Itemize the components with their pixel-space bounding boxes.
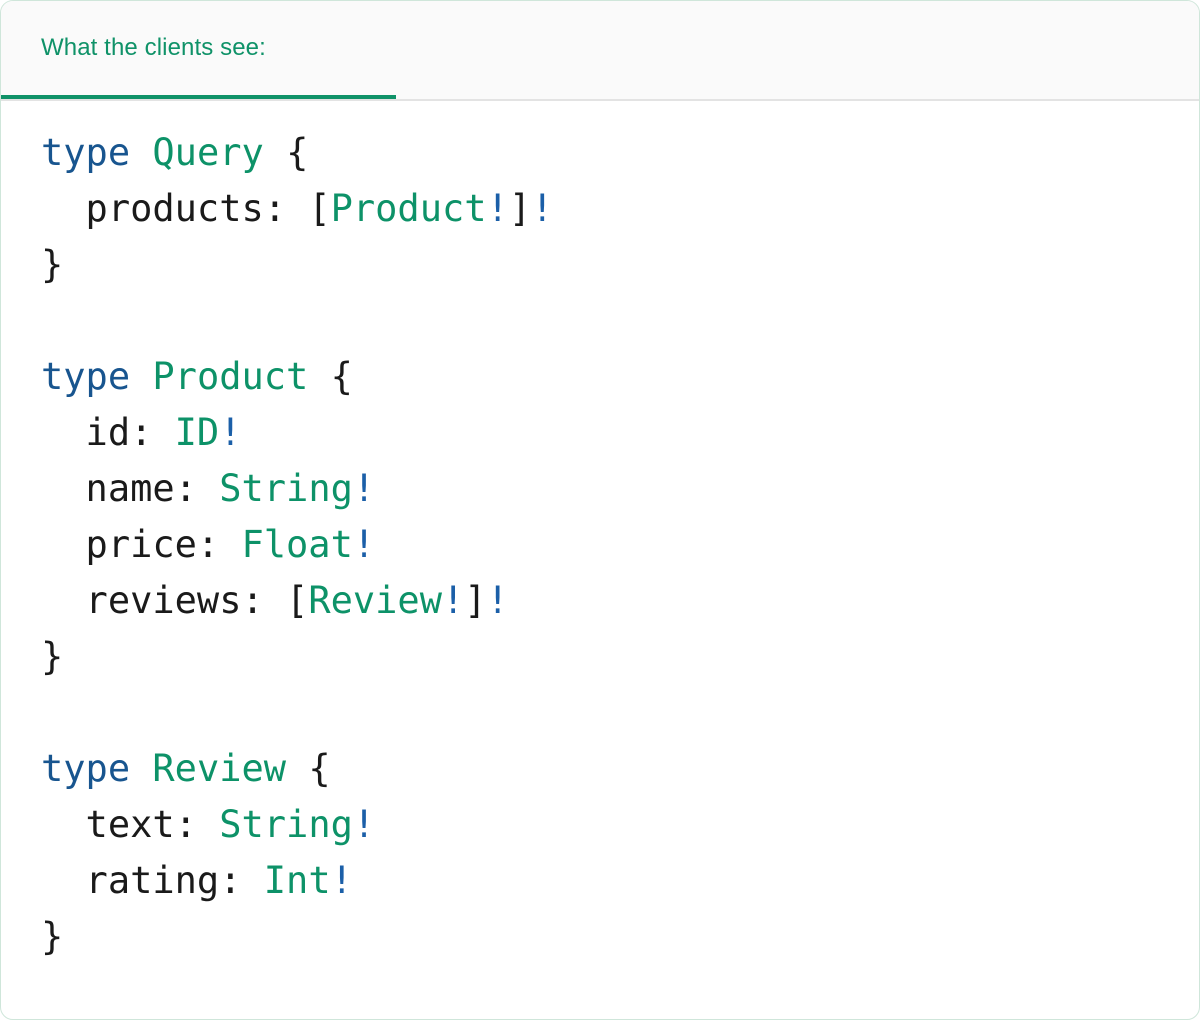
code-token-plain: products: [41, 187, 309, 230]
code-token-plain [264, 131, 286, 174]
code-token-type: Int [263, 859, 331, 902]
code-token-punct: } [41, 915, 64, 958]
code-line: type Query { [41, 125, 1159, 181]
code-token-punct: ] [508, 187, 532, 230]
code-token-plain [308, 355, 330, 398]
code-token-kw: type [41, 131, 131, 174]
code-token-bang: ! [441, 579, 465, 622]
code-line: type Product { [41, 349, 1159, 405]
code-token-punct: } [41, 635, 64, 678]
code-token-bang: ! [330, 859, 353, 902]
code-token-type: Query [152, 131, 264, 174]
code-token-bang: ! [352, 523, 376, 566]
code-area: type Query { products: [Product!]!} type… [1, 101, 1199, 965]
code-token-kw: type [41, 747, 131, 790]
code-line: products: [Product!]! [41, 181, 1159, 237]
code-token-plain [286, 747, 308, 790]
code-token-type: ID [174, 411, 220, 454]
code-token-punct: [ [286, 579, 309, 622]
code-line: price: Float! [41, 517, 1159, 573]
code-token-bang: ! [531, 187, 554, 230]
code-token-plain: reviews: [41, 579, 287, 622]
code-token-punct: } [41, 243, 64, 286]
code-token-plain: price: [41, 523, 242, 566]
code-token-punct: [ [308, 187, 331, 230]
code-token-plain [130, 355, 152, 398]
tab-label: What the clients see: [41, 34, 266, 61]
code-token-type: Float [241, 523, 353, 566]
code-token-bang: ! [352, 467, 376, 510]
code-token-type: String [219, 803, 353, 846]
code-token-plain: text: [41, 803, 220, 846]
code-line [41, 685, 1159, 741]
code-token-punct: { [286, 131, 309, 174]
code-line: text: String! [41, 797, 1159, 853]
code-line [41, 293, 1159, 349]
tab-what-the-clients-see[interactable]: What the clients see: [1, 1, 396, 99]
code-token-bang: ! [486, 187, 509, 230]
graphql-schema-code: type Query { products: [Product!]!} type… [1, 125, 1199, 965]
code-token-type: Review [308, 579, 442, 622]
code-token-plain: id: [41, 411, 175, 454]
code-token-type: Product [152, 355, 309, 398]
code-token-bang: ! [219, 411, 242, 454]
code-token-bang: ! [352, 803, 376, 846]
code-line: rating: Int! [41, 853, 1159, 909]
code-token-punct: { [330, 355, 353, 398]
code-line: name: String! [41, 461, 1159, 517]
code-token-bang: ! [486, 579, 509, 622]
code-token-type: Product [330, 187, 487, 230]
code-line: reviews: [Review!]! [41, 573, 1159, 629]
code-token-plain: name: [41, 467, 220, 510]
code-token-plain [130, 747, 152, 790]
code-line: } [41, 909, 1159, 965]
code-line: } [41, 237, 1159, 293]
code-token-kw: type [41, 355, 131, 398]
code-token-type: String [219, 467, 353, 510]
code-token-plain [130, 131, 152, 174]
code-token-punct: { [308, 747, 331, 790]
code-line: id: ID! [41, 405, 1159, 461]
code-token-punct: ] [464, 579, 487, 622]
code-token-type: Review [152, 747, 287, 790]
code-line: } [41, 629, 1159, 685]
tab-strip: What the clients see: [1, 1, 1199, 101]
code-token-plain: rating: [41, 859, 264, 902]
code-line: type Review { [41, 741, 1159, 797]
